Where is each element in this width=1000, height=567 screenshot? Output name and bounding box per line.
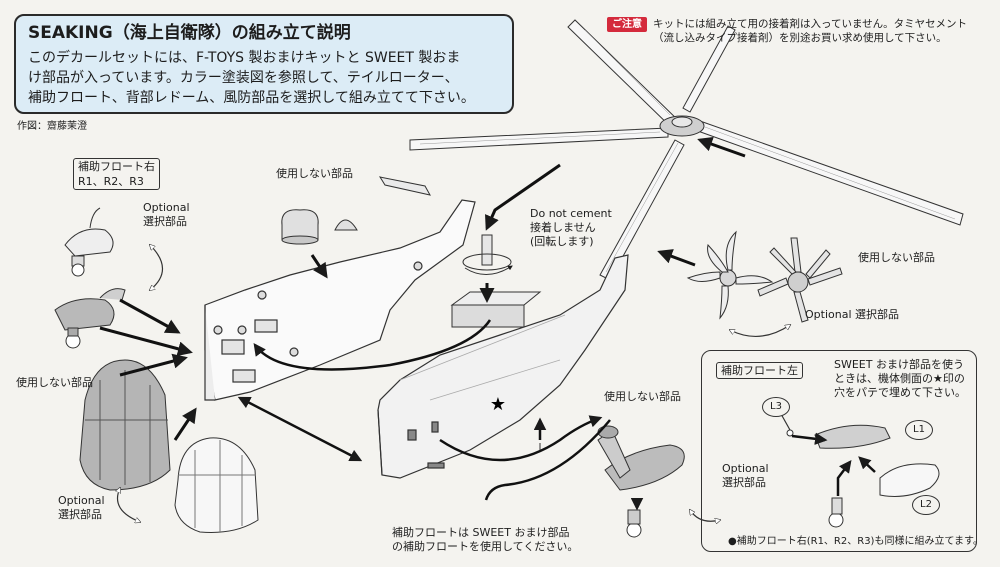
arrow-tail-rotor bbox=[657, 249, 696, 267]
fuselage-upper bbox=[204, 199, 476, 401]
arrow-l2-body bbox=[858, 456, 876, 473]
optional-canopy-label: Optional 選択部品 bbox=[58, 494, 105, 521]
arrow-float-lower bbox=[99, 326, 193, 357]
tail-piece bbox=[378, 176, 431, 196]
rotor-hub-cap bbox=[671, 116, 693, 128]
arrow-float-right bbox=[119, 298, 181, 334]
connector-fuselages bbox=[237, 396, 363, 462]
intro-line: け部品が入っています。カラー塗装図を参照して、テイルローター、 bbox=[28, 70, 459, 86]
unused-float-label: 使用しない部品 bbox=[604, 390, 681, 403]
arrow-radome bbox=[310, 254, 328, 279]
arrow-blade-to-hub bbox=[697, 136, 746, 158]
canopy-clear bbox=[174, 437, 259, 533]
credit: 作図：齋藤茉澄 bbox=[17, 121, 87, 132]
unused-left-label: 使用しない部品 bbox=[16, 376, 93, 389]
unused-top-label: 使用しない部品 bbox=[276, 167, 353, 180]
float-right-part-gray bbox=[54, 288, 126, 349]
arrow-l2-leg bbox=[836, 460, 852, 496]
float-right-part bbox=[64, 207, 114, 277]
rotor-blade bbox=[409, 127, 669, 151]
main-rotor bbox=[409, 19, 964, 281]
caution-label: ご注意 bbox=[607, 17, 647, 32]
rotor-blade bbox=[599, 139, 685, 281]
intro-line: このデカールセットには、F-TOYS 製おまけキットと SWEET 製おま bbox=[28, 50, 461, 66]
unused-radome-parts bbox=[281, 209, 358, 245]
optional-float-label: Optional 選択部品 bbox=[722, 462, 769, 489]
intro-line: 補助フロート、背部レドーム、風防部品を選択して組み立てて下さい。 bbox=[28, 90, 475, 106]
do-not-cement-note: Do not cement 接着しません (回転します) bbox=[530, 207, 612, 248]
connector-float-note bbox=[439, 415, 603, 462]
intro-text: このデカールセットには、F-TOYS 製おまけキットと SWEET 製おま け部… bbox=[28, 48, 500, 108]
fuselage-lower bbox=[377, 254, 629, 479]
float-right-same-note: ●補助フロート右(R1、R2、R3)も同様に組み立てます。 bbox=[728, 536, 983, 547]
part-l1-label: L1 bbox=[905, 420, 933, 440]
rotor-mast bbox=[450, 234, 542, 328]
connector-float-body bbox=[484, 419, 611, 501]
float-assembly bbox=[597, 425, 685, 538]
unused-rotor-label: 使用しない部品 bbox=[858, 251, 935, 264]
part-l2-label: L2 bbox=[912, 495, 940, 515]
title-box: SEAKING（海上自衛隊）の組み立て説明 このデカールセットには、F-TOYS… bbox=[14, 14, 514, 114]
tail-rotor-option-a bbox=[686, 230, 774, 320]
star-mark: ★ bbox=[490, 394, 506, 415]
sweet-note: SWEET おまけ部品を使う ときは、機体側面の★印の 穴をパテで埋めて下さい。 bbox=[834, 358, 966, 399]
arrow-canopy-clear bbox=[173, 407, 197, 441]
tail-rotor-option-b bbox=[757, 237, 843, 323]
swap-arrow-lower bbox=[690, 510, 720, 521]
caution-notice: ご注意 キットには組み立て用の接着剤は入っていません。タミヤセメント （流し込み… bbox=[607, 17, 967, 45]
swap-arrow-float bbox=[150, 245, 164, 290]
arrow-rotor-to-mast bbox=[485, 163, 561, 231]
float-left-frame bbox=[701, 350, 977, 552]
arrow-l3 bbox=[791, 432, 828, 446]
rotor-blade bbox=[694, 120, 964, 226]
page-title: SEAKING（海上自衛隊）の組み立て説明 bbox=[28, 23, 351, 43]
swap-arrow-canopy bbox=[118, 488, 141, 522]
float-right-label: 補助フロート右 R1、R2、R3 bbox=[73, 158, 160, 190]
rotor-blade bbox=[682, 25, 736, 113]
optional-label: Optional 選択部品 bbox=[143, 201, 190, 228]
float-note: 補助フロートは SWEET おまけ部品 の補助フロートを使用してください。 bbox=[392, 526, 579, 553]
canopy-gray bbox=[79, 359, 171, 491]
caution-line: （流し込みタイプ接着剤）を別途お買い求め使用して下さい。 bbox=[653, 32, 947, 44]
swap-arrow-tail-rotor bbox=[730, 325, 790, 338]
connector-mast bbox=[253, 319, 492, 371]
float-left-label: 補助フロート左 bbox=[716, 362, 803, 379]
optional-rotor-label: Optional 選択部品 bbox=[805, 308, 900, 321]
part-l3-label: L3 bbox=[762, 397, 790, 417]
arrow-canopy-gray bbox=[119, 353, 188, 377]
float-left-assembly bbox=[775, 404, 940, 528]
caution-line: キットには組み立て用の接着剤は入っていません。タミヤセメント bbox=[653, 18, 967, 30]
